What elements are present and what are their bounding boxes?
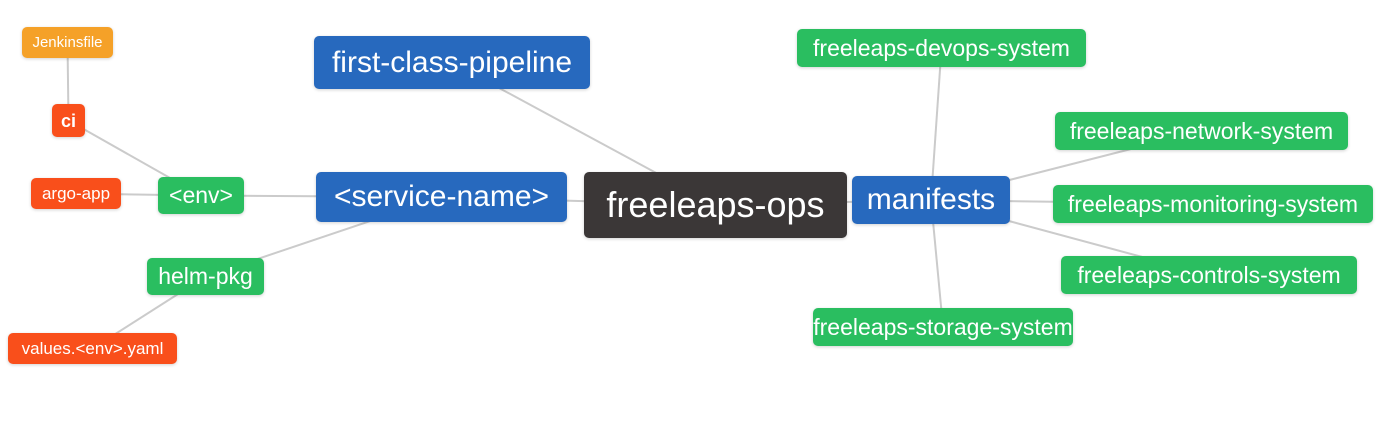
node-helm-pkg[interactable]: helm-pkg	[147, 258, 264, 295]
node-jenkinsfile[interactable]: Jenkinsfile	[22, 27, 113, 58]
node-freeleaps-devops-system[interactable]: freeleaps-devops-system	[797, 29, 1086, 67]
node-label: freeleaps-network-system	[1069, 117, 1334, 144]
node-service-name[interactable]: <service-name>	[316, 172, 567, 222]
node-label: manifests	[866, 183, 996, 216]
node-label: freeleaps-ops	[606, 184, 825, 225]
node-freeleaps-storage-system[interactable]: freeleaps-storage-system	[813, 308, 1073, 346]
node-label: <env>	[169, 182, 233, 208]
node-values-env-yaml[interactable]: values.<env>.yaml	[8, 333, 177, 364]
node-label: freeleaps-devops-system	[813, 34, 1070, 61]
node-label: argo-app	[41, 184, 111, 203]
node-label: freeleaps-monitoring-system	[1067, 190, 1359, 217]
node-label: helm-pkg	[158, 263, 253, 289]
node-label: Jenkinsfile	[32, 34, 103, 51]
node-env[interactable]: <env>	[158, 177, 244, 214]
node-label: freeleaps-controls-system	[1077, 261, 1341, 288]
node-label: first-class-pipeline	[331, 45, 573, 79]
node-first-class-pipeline[interactable]: first-class-pipeline	[314, 36, 590, 89]
node-freeleaps-ops[interactable]: freeleaps-ops	[584, 172, 847, 238]
edge-manifests--freeleaps-devops-system	[930, 47, 943, 201]
node-freeleaps-monitoring-system[interactable]: freeleaps-monitoring-system	[1053, 185, 1373, 223]
node-ci[interactable]: ci	[52, 104, 85, 137]
node-label: values.<env>.yaml	[21, 339, 164, 358]
node-freeleaps-network-system[interactable]: freeleaps-network-system	[1055, 112, 1348, 150]
node-label: ci	[60, 110, 76, 131]
node-freeleaps-controls-system[interactable]: freeleaps-controls-system	[1061, 256, 1357, 294]
node-label: <service-name>	[333, 180, 550, 213]
node-label: freeleaps-storage-system	[813, 313, 1073, 340]
node-argo-app[interactable]: argo-app	[31, 178, 121, 209]
node-manifests[interactable]: manifests	[852, 176, 1010, 224]
